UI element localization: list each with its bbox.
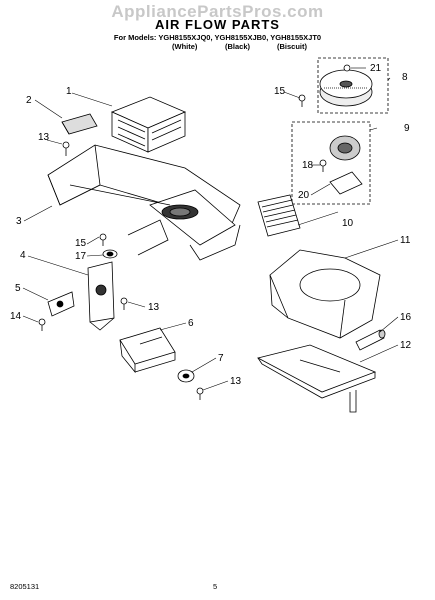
callout-1: 1 (66, 86, 72, 97)
callout-11: 11 (400, 235, 411, 246)
page-title: AIR FLOW PARTS (155, 17, 280, 32)
callout-2: 2 (26, 95, 32, 106)
callout-13a: 13 (38, 132, 50, 143)
color-biscuit: (Biscuit) (277, 42, 307, 51)
callout-8: 8 (402, 72, 408, 83)
callout-3: 3 (16, 216, 22, 227)
doc-number: 8205131 (10, 582, 40, 591)
part-4-bracket (87, 261, 115, 331)
callout-13c: 13 (230, 376, 242, 387)
part-17-grommet (102, 249, 118, 259)
part-12-base-plate (256, 344, 377, 413)
callout-15: 15 (274, 86, 286, 97)
part-3-air-duct (47, 144, 241, 261)
part-7-cap (177, 369, 195, 383)
callout-9: 9 (404, 123, 410, 134)
callout-16: 16 (400, 312, 412, 323)
callout-12: 12 (400, 340, 412, 351)
callouts: 1 2 13 3 15 17 4 5 14 13 6 7 13 8 21 15 … (10, 63, 412, 387)
callout-13b: 13 (148, 302, 160, 313)
callout-20: 20 (298, 190, 310, 201)
page-number: 5 (213, 582, 218, 591)
screws (38, 64, 351, 400)
color-white: (White) (172, 42, 198, 51)
callout-7: 7 (218, 353, 224, 364)
callout-4: 4 (20, 250, 26, 261)
callout-5: 5 (15, 283, 21, 294)
callout-15b: 15 (75, 238, 87, 249)
callout-18: 18 (302, 160, 314, 171)
leader-lines (22, 67, 399, 391)
part-16-capacitor (355, 329, 386, 351)
part-11-blower-housing (269, 249, 381, 339)
watermark: AppliancePartsPros.com (111, 2, 324, 21)
part-8-blower-wheel (317, 57, 389, 114)
part-1-vent-grille (110, 96, 187, 153)
callout-6: 6 (188, 318, 194, 329)
callout-17: 17 (75, 251, 87, 262)
part-10-filter-grille (257, 194, 301, 237)
part-6-channel (119, 327, 176, 374)
models-line: For Models: YGH8155XJQ0, YGH8155XJB0, YG… (113, 33, 322, 42)
part-9-motor-assembly (291, 121, 371, 205)
part-5-mount-plate (47, 291, 75, 317)
callout-14: 14 (10, 311, 22, 322)
callout-21: 21 (370, 63, 382, 74)
color-black: (Black) (225, 42, 251, 51)
callout-10: 10 (342, 218, 354, 229)
part-2-damper (61, 113, 98, 135)
